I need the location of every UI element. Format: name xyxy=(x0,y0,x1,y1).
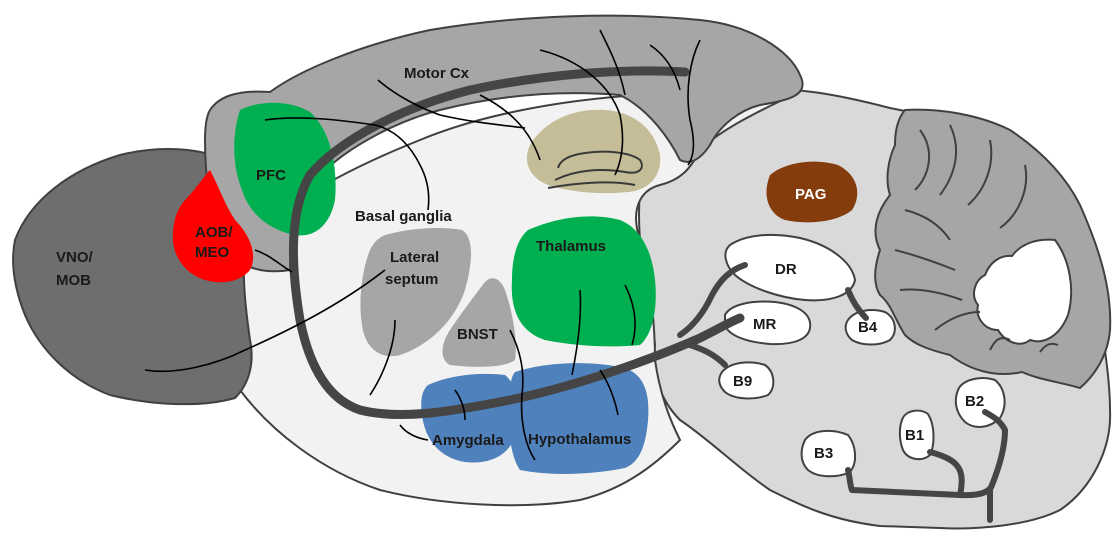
label-pag: PAG xyxy=(795,186,826,203)
label-basal-ganglia: Basal ganglia xyxy=(355,208,452,225)
label-aob-meo-line2: MEO xyxy=(195,244,230,261)
label-lateral-septum-line1: Lateral xyxy=(390,249,439,266)
thalamus-region xyxy=(512,216,656,346)
label-vno-mob-line2: MOB xyxy=(56,272,91,289)
label-thalamus: Thalamus xyxy=(536,238,606,255)
label-lateral-septum-line2: septum xyxy=(385,271,438,288)
label-b9: B9 xyxy=(733,373,752,390)
label-b1: B1 xyxy=(905,427,924,444)
label-mr: MR xyxy=(753,316,776,333)
label-b3: B3 xyxy=(814,445,833,462)
label-hypothalamus: Hypothalamus xyxy=(528,431,631,448)
label-b4: B4 xyxy=(858,319,878,336)
label-bnst: BNST xyxy=(457,326,498,343)
label-pfc: PFC xyxy=(256,167,286,184)
label-b2: B2 xyxy=(965,393,984,410)
label-aob-meo-line1: AOB/ xyxy=(195,224,233,241)
label-motor-cx: Motor Cx xyxy=(404,65,470,82)
label-vno-mob-line1: VNO/ xyxy=(56,249,94,266)
label-dr: DR xyxy=(775,261,797,278)
label-amygdala: Amygdala xyxy=(432,432,504,449)
